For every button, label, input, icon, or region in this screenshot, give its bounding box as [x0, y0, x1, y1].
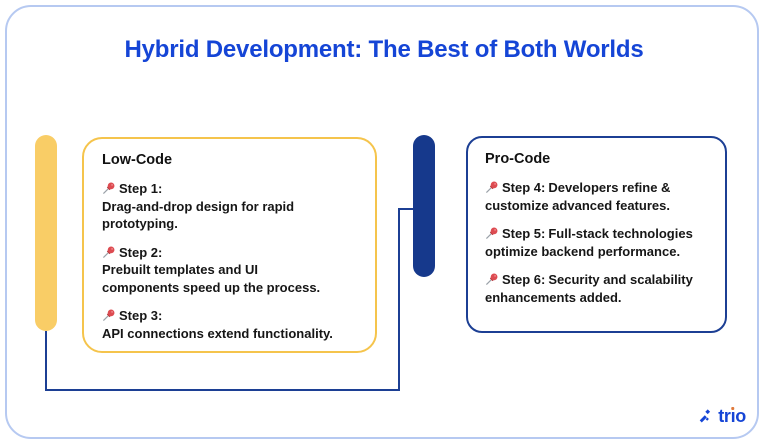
step-description: Full-stack technologies optimize backend…	[485, 226, 693, 259]
step-description: Drag-and-drop design for rapid prototypi…	[102, 198, 295, 232]
page-title: Hybrid Development: The Best of Both Wor…	[124, 36, 644, 63]
lowcode-heading: Low-Code	[102, 152, 173, 168]
step-label: Step 2:	[119, 244, 163, 260]
pushpin-icon	[485, 226, 499, 240]
trio-spark-icon	[697, 408, 714, 425]
step-description: Developers refine & customize advanced f…	[485, 180, 671, 213]
step-label: Step 3:	[119, 308, 163, 323]
pushpin-icon	[102, 308, 116, 322]
step-description: Prebuilt templates and UI components spe…	[102, 262, 321, 295]
procode-heading: Pro-Code	[485, 151, 551, 167]
lowcode-step-1: Step 1: Drag-and-drop design for rapid p…	[102, 180, 367, 233]
step-label: Step 1:	[119, 181, 163, 196]
procode-step-4: Step 4:Developers refine & customize adv…	[485, 179, 723, 214]
procode-accent-bar	[413, 135, 435, 277]
lowcode-step-2: Step 2: Prebuilt templates and UI compon…	[102, 244, 367, 297]
step-label: Step 5:	[502, 226, 546, 241]
lowcode-card: Low-Code Step 1: Drag-and-drop design fo…	[82, 137, 377, 353]
step-description: API connections extend functionality.	[102, 325, 333, 341]
procode-card: Pro-Code Step 4:Developers refine & cust…	[466, 136, 727, 333]
step-description: Security and scalability enhancements ad…	[485, 272, 693, 305]
logo-text-post: o	[735, 406, 746, 426]
lowcode-accent-bar	[35, 135, 57, 331]
step-label: Step 6:	[502, 272, 546, 287]
logo-text-pre: tr	[718, 406, 731, 426]
lowcode-step-3: Step 3: API connections extend functiona…	[102, 307, 367, 342]
pushpin-icon	[102, 181, 116, 195]
pushpin-icon	[485, 180, 499, 194]
logo-letter-i: ı	[730, 406, 736, 426]
step-label: Step 4:	[502, 180, 546, 195]
procode-step-5: Step 5:Full-stack technologies optimize …	[485, 225, 723, 260]
pushpin-icon	[485, 272, 499, 286]
pushpin-icon	[102, 245, 116, 259]
procode-step-6: Step 6:Security and scalability enhancem…	[485, 271, 723, 306]
logo-i-dot	[731, 406, 735, 410]
